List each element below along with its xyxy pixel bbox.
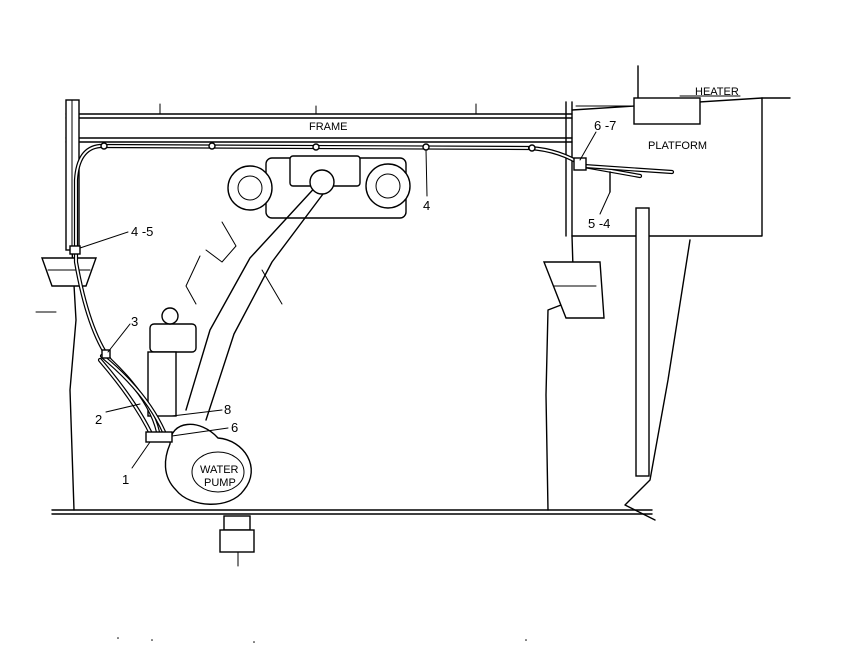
callout-2: 2 [95,412,102,427]
water-pump-label-line1: WATER [200,464,239,476]
water-pump-label-line2: PUMP [204,477,236,489]
callout-4-5: 4 -5 [131,224,153,239]
frame-label: FRAME [309,121,348,133]
water-pump [164,423,255,567]
callout-5-4: 5 -4 [588,216,610,231]
heater-hoses [69,142,675,443]
intake-pipe [185,169,335,421]
callout-1: 1 [122,472,129,487]
callout-4: 4 [423,198,430,213]
platform-label: PLATFORM [648,140,707,152]
callout-3: 3 [131,314,138,329]
callout-6: 6 [231,420,238,435]
callout-6-7: 6 -7 [594,118,616,133]
callout-leaders [79,131,611,469]
heater-unit [633,65,741,125]
right-mount-bracket [542,261,605,319]
engine-assembly [147,155,411,417]
heater-label: HEATER [695,86,739,98]
scan-specks [117,637,527,643]
callout-8: 8 [224,402,231,417]
